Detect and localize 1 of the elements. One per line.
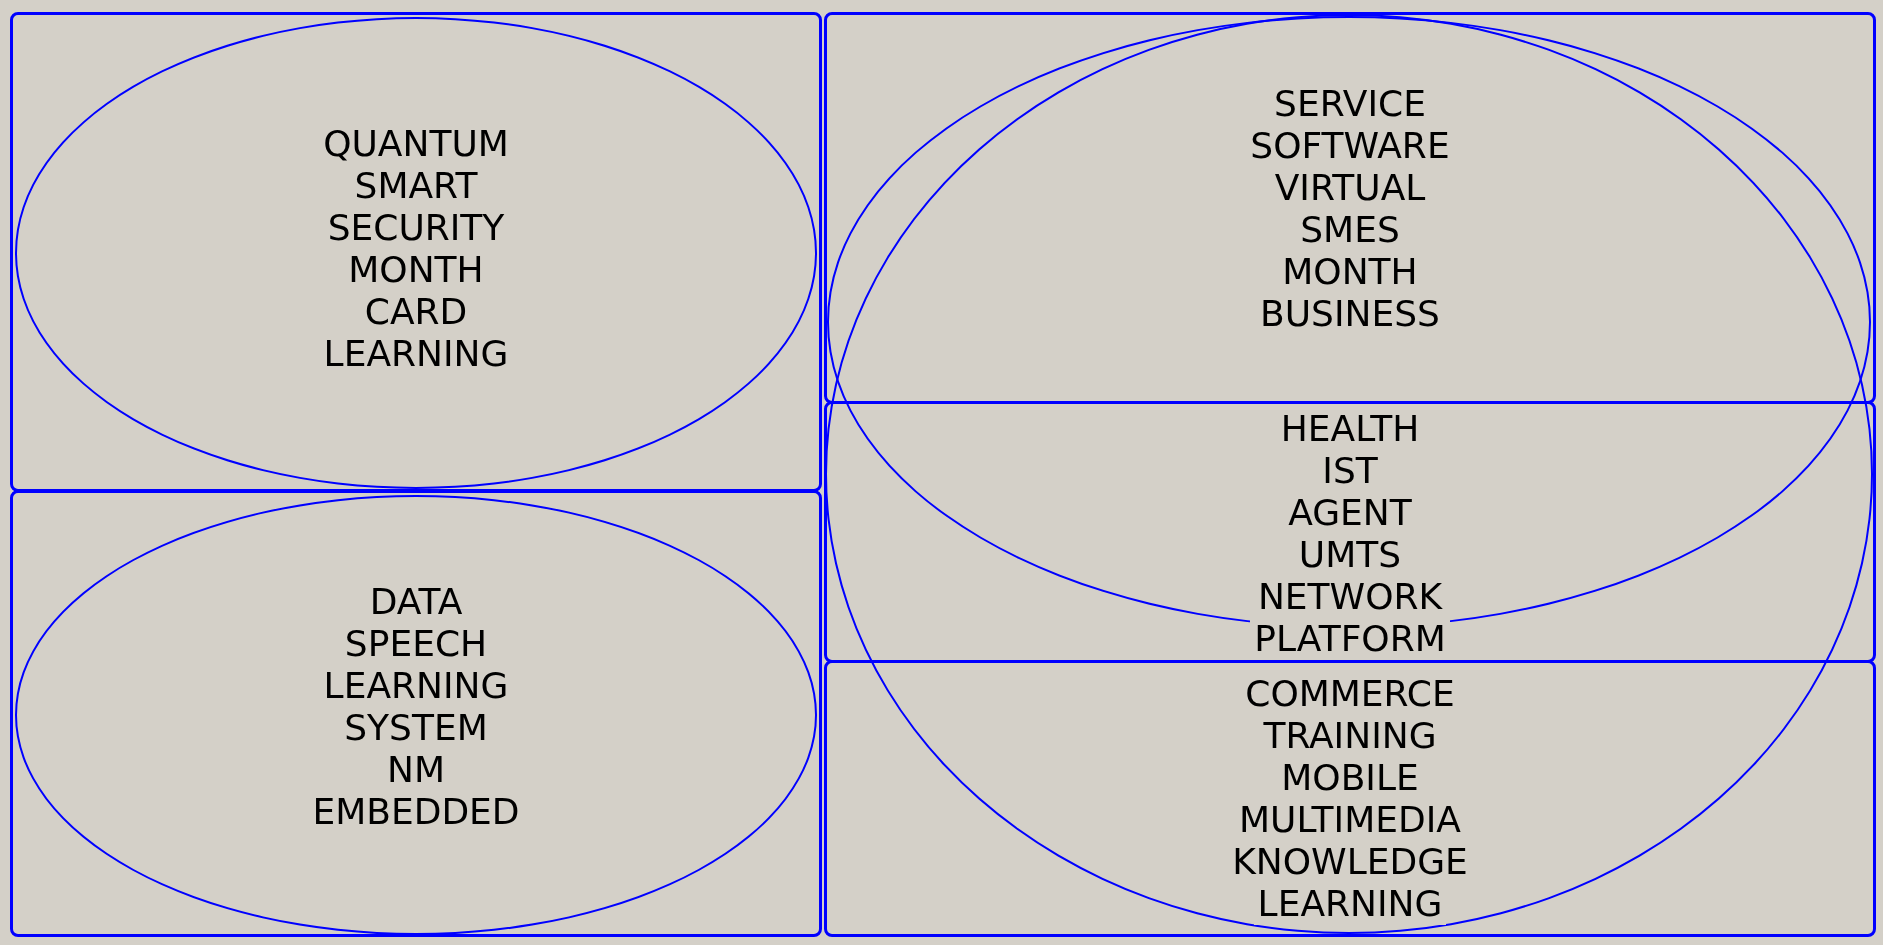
ellipse-outline bbox=[825, 14, 1873, 934]
